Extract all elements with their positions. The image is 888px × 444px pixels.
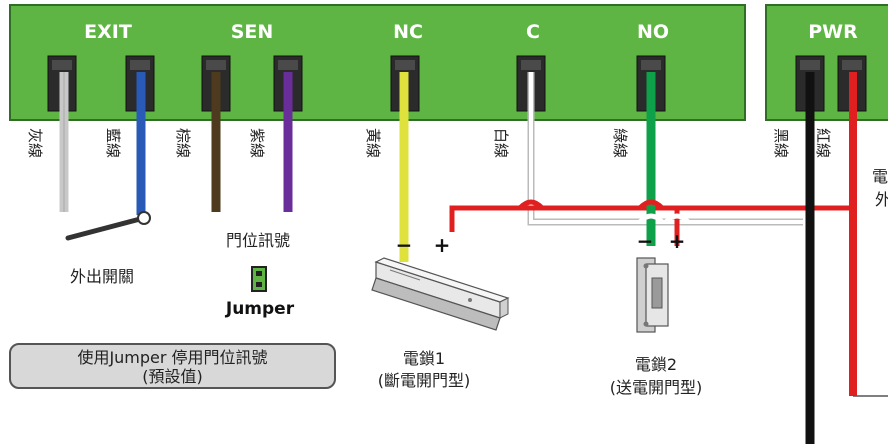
lock1-magnetic-icon: [371, 257, 510, 331]
power-board: [765, 4, 888, 121]
lock1-title: 電鎖1: [403, 349, 445, 368]
wire-label-black: 黑線: [772, 128, 790, 158]
wire-label-yellow: 黃線: [364, 128, 382, 158]
terminal-label-sen: SEN: [231, 21, 274, 43]
terminal-label-pwr: PWR: [808, 21, 858, 43]
note-line-2: (預設值): [142, 367, 203, 386]
wire-red-branch: [449, 205, 853, 232]
lock1-minus: −: [396, 233, 413, 257]
lock1-plus: +: [434, 233, 451, 257]
lock2-plus: +: [669, 229, 686, 253]
wire-labels: 灰線 藍線 棕線 紫線 黃線 白線 綠線 黑線 紅線: [26, 128, 832, 158]
wire-label-green: 綠線: [611, 128, 629, 158]
wire-label-white: 白線: [492, 128, 510, 158]
jumper-label: Jumper: [225, 299, 295, 319]
wire-label-gray: 灰線: [26, 128, 44, 158]
terminal-label-nc: NC: [393, 21, 423, 43]
lock1-subtitle: (斷電開門型): [378, 371, 471, 390]
wire-label-blue: 藍線: [104, 128, 122, 158]
jumper-icon: [251, 266, 267, 292]
lock2-minus: −: [637, 229, 654, 253]
terminal-label-exit: EXIT: [84, 21, 132, 43]
wire-label-red: 紅線: [814, 128, 832, 158]
lock2-title: 電鎖2: [635, 355, 677, 374]
exit-switch-lever: [65, 215, 147, 241]
lock2-subtitle: (送電開門型): [610, 378, 703, 397]
wire-label-brown: 棕線: [174, 128, 192, 158]
exit-switch-pivot: [137, 211, 151, 225]
cut-label-2: 外: [875, 190, 888, 209]
jumper-note-box: 使用Jumper 停用門位訊號 (預設值): [9, 343, 336, 389]
exit-switch-label: 外出開關: [70, 267, 134, 286]
terminal-label-no: NO: [637, 21, 669, 43]
terminal-label-c: C: [526, 21, 540, 43]
note-line-1: 使用Jumper 停用門位訊號: [77, 348, 268, 367]
lock2-strike-icon: [636, 257, 669, 333]
door-signal-label: 門位訊號: [226, 231, 290, 250]
cut-label-1: 電: [872, 167, 888, 186]
wire-label-purple: 紫線: [248, 128, 266, 158]
